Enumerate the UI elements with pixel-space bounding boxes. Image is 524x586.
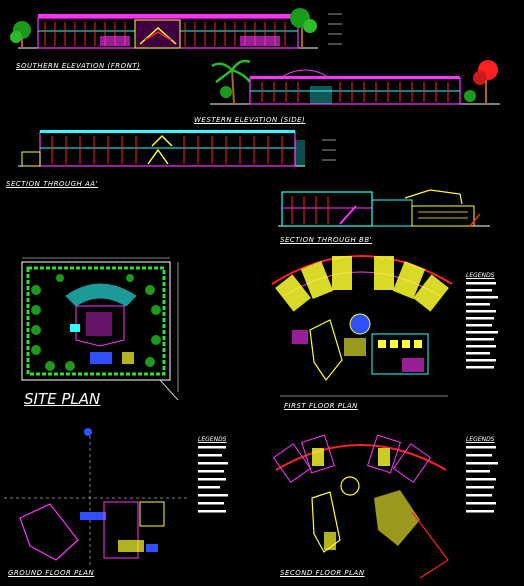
ground-floor-plan-drawing bbox=[4, 428, 190, 566]
legends-heading-second: LEGENDS bbox=[466, 436, 495, 443]
southern-elevation-title: SOUTHERN ELEVATION (FRONT) bbox=[16, 62, 141, 70]
second-floor-plan-drawing bbox=[272, 434, 449, 579]
southern-elevation-drawing bbox=[10, 8, 342, 49]
second-floor-plan-title: SECOND FLOOR PLAN bbox=[280, 569, 365, 577]
legend-bars-ground bbox=[198, 446, 228, 513]
site-plan-drawing bbox=[21, 257, 179, 401]
section-aa-title: SECTION THROUGH AA' bbox=[6, 180, 99, 188]
legend-bars-second bbox=[466, 446, 498, 513]
section-bb-drawing bbox=[278, 189, 490, 227]
first-floor-plan-drawing bbox=[271, 255, 453, 397]
western-elevation-drawing bbox=[210, 59, 500, 105]
section-bb-title: SECTION THROUGH BB' bbox=[280, 236, 373, 244]
legends-heading-ground: LEGENDS bbox=[198, 436, 227, 443]
legend-bars-first bbox=[466, 282, 498, 369]
ground-floor-plan-title: GROUND FLOOR PLAN bbox=[8, 569, 95, 577]
legends-heading-first: LEGENDS bbox=[466, 272, 495, 279]
site-plan-title: SITE PLAN bbox=[24, 390, 101, 408]
first-floor-plan-title: FIRST FLOOR PLAN bbox=[284, 402, 358, 410]
section-aa-drawing bbox=[18, 130, 336, 167]
western-elevation-title: WESTERN ELEVATION (SIDE) bbox=[194, 116, 306, 124]
